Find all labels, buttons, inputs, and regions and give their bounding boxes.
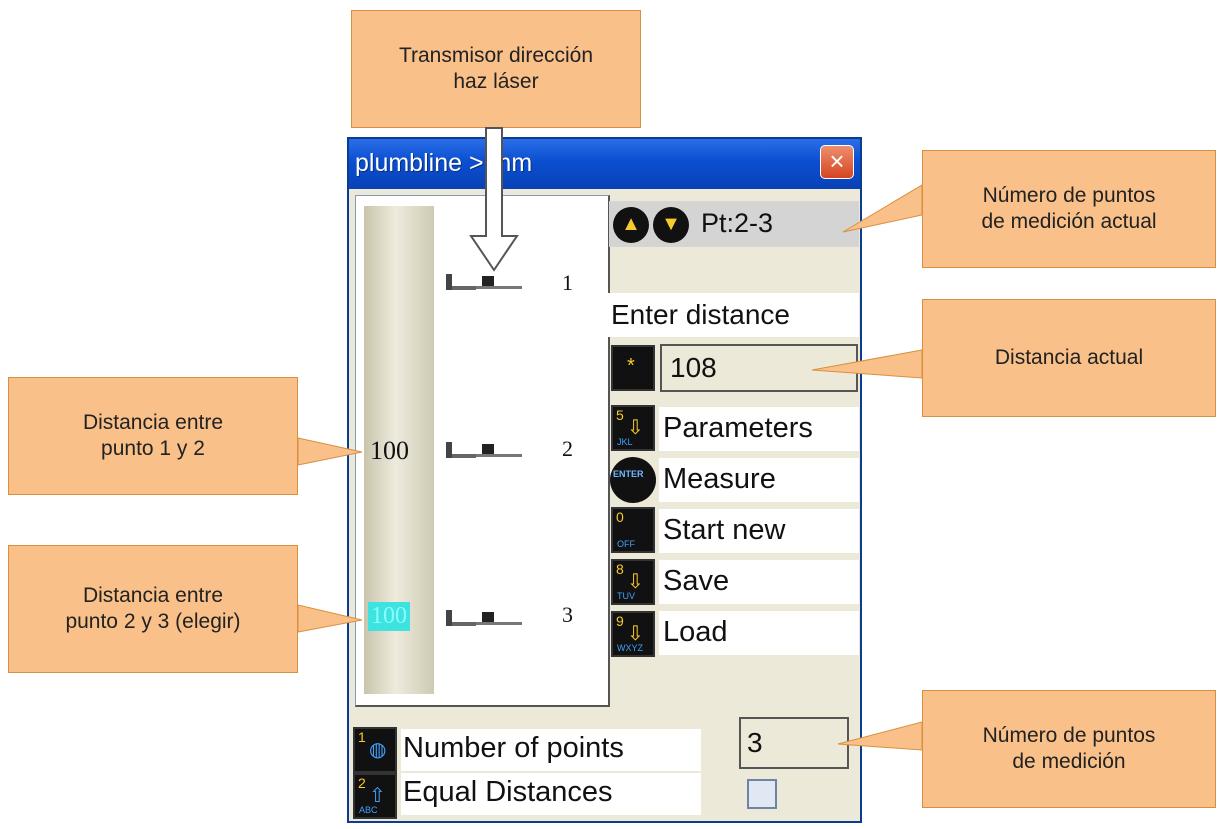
point-2-number: 2 [562, 436, 573, 461]
up-arrow-icon[interactable]: ▲ [613, 207, 649, 243]
point-2-bracket-icon [446, 442, 524, 460]
number-of-points-row: Number of points [401, 729, 701, 771]
equal-distances-row: Equal Distances [401, 773, 701, 815]
pointer-points-current [842, 184, 923, 233]
key-9-icon[interactable]: 9⇩WXYZ [611, 611, 655, 657]
star-key-icon[interactable]: * [611, 345, 655, 391]
parameters-button[interactable]: Parameters [659, 407, 859, 451]
close-button[interactable]: × [820, 145, 854, 179]
callout-num-points: Número de puntos de medición [922, 690, 1216, 808]
close-icon: × [829, 146, 845, 176]
key-5-icon[interactable]: 5⇩JKL [611, 405, 655, 451]
point-range-label: Pt:2-3 [701, 208, 774, 238]
key-1-icon[interactable]: 1◍ [353, 727, 397, 773]
point-3-number: 3 [562, 602, 573, 627]
pointer-dist-1-2 [297, 437, 363, 466]
start-new-button[interactable]: Start new [659, 509, 859, 553]
callout-points-current: Número de puntos de medición actual [922, 150, 1216, 268]
pointer-num-points [837, 721, 923, 751]
distance-1-2-label[interactable]: 100 [370, 436, 409, 465]
number-of-points-input[interactable]: 3 [739, 717, 849, 769]
enter-distance-label: Enter distance [611, 299, 790, 330]
point-1-bracket-icon [446, 274, 524, 292]
enter-key-icon[interactable]: ENTER [610, 457, 656, 503]
number-of-points-label: Number of points [403, 732, 624, 764]
point-3-bracket-icon [446, 610, 524, 628]
measure-button[interactable]: Measure [659, 458, 859, 502]
laser-arrow-icon [469, 127, 519, 272]
pointer-dist-2-3 [297, 604, 363, 633]
app-window: plumbline > mm × 1 100 2 100 3 ▲ ▼ Pt:2-… [347, 137, 862, 823]
callout-dist-2-3: Distancia entre punto 2 y 3 (elegir) [8, 545, 298, 673]
callout-laser: Transmisor dirección haz láser [351, 10, 641, 128]
key-2-icon[interactable]: 2⇧ABC [353, 773, 397, 819]
down-arrow-icon[interactable]: ▼ [653, 207, 689, 243]
callout-dist-1-2: Distancia entre punto 1 y 2 [8, 377, 298, 495]
equal-distances-label: Equal Distances [403, 776, 613, 808]
plumbline-diagram: 1 100 2 100 3 [355, 195, 610, 707]
load-button[interactable]: Load [659, 611, 859, 655]
callout-distance-current: Distancia actual [922, 299, 1216, 417]
pointer-distance-current [811, 349, 923, 379]
key-8-icon[interactable]: 8⇩TUV [611, 559, 655, 605]
distance-2-3-selected[interactable]: 100 [368, 602, 410, 631]
point-navigation: ▲ ▼ Pt:2-3 [609, 201, 859, 247]
equal-distances-checkbox[interactable] [747, 779, 777, 809]
point-1-number: 1 [562, 270, 573, 295]
save-button[interactable]: Save [659, 560, 859, 604]
enter-distance-row: Enter distance [607, 293, 859, 337]
